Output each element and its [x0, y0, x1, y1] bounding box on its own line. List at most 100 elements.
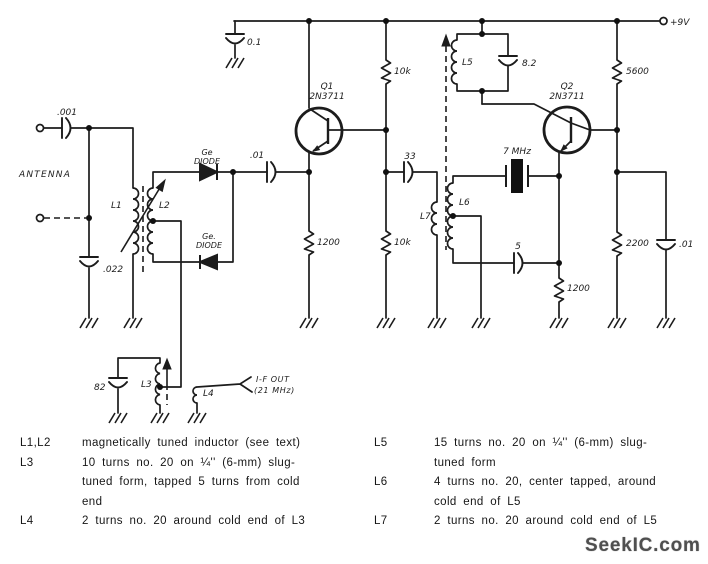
diode1-label-line1: Ge	[201, 148, 212, 157]
legend-right-column: L5 15 turns no. 20 on ¼'' (6-mm) slug- t…	[374, 434, 699, 532]
q1-ref-label: Q1	[321, 82, 334, 92]
ground-icon	[225, 57, 245, 69]
r10k-upper-label: 10k	[394, 67, 411, 77]
legend-term: L1,L2	[20, 437, 51, 449]
legend-term: L7	[374, 515, 388, 527]
l4-label: L4	[203, 389, 214, 399]
ground-icon	[123, 317, 143, 329]
ground-icon	[427, 317, 447, 329]
cap-injection-label: 33	[404, 152, 416, 162]
r1200-q2-label: 1200	[567, 284, 590, 294]
l5-label: L5	[462, 58, 473, 68]
legend-term: L6	[374, 476, 388, 488]
coil-l4	[192, 386, 198, 404]
diodes	[197, 162, 220, 271]
resistors	[303, 59, 623, 303]
legend-row-l5: L5 15 turns no. 20 on ¼'' (6-mm) slug- t…	[374, 434, 699, 473]
q1-part-label: 2N3711	[309, 92, 344, 102]
tuning-arrows	[120, 33, 451, 384]
diode2-label-line1: Ge.	[202, 232, 216, 241]
coil-l5	[450, 39, 458, 85]
legend-row-l3: L3 10 turns no. 20 on ¼'' (6-mm) slug- t…	[20, 454, 350, 513]
dashed-lines	[44, 46, 447, 405]
ground-icon	[79, 317, 99, 329]
r5600-label: 5600	[626, 67, 649, 77]
transistors	[294, 105, 592, 156]
legend-row-l1-l2: L1,L2 magnetically tuned inductor (see t…	[20, 434, 350, 454]
legend-line: 2 turns no. 20 around cold end of L5	[434, 515, 658, 527]
legend-term: L4	[20, 515, 34, 527]
cap-injection-33	[403, 161, 414, 183]
crystal-label: 7 MHz	[503, 147, 531, 157]
l1-l2-tuning-arrow	[120, 185, 162, 253]
legend-line: 2 turns no. 20 around cold end of L3	[82, 515, 306, 527]
ge-diode-top	[199, 162, 220, 182]
cap-feedback-5	[513, 252, 524, 274]
diode2-label-line2: DIODE	[196, 241, 223, 250]
legend-line: tuned form	[434, 456, 496, 469]
wires	[42, 20, 667, 414]
ground-icon	[299, 317, 319, 329]
r2200-label: 2200	[626, 239, 649, 249]
junction-dots	[86, 18, 620, 390]
resistor-10k-upper	[380, 59, 392, 85]
r10k-lower-label: 10k	[394, 238, 411, 248]
ground-icon	[187, 412, 207, 424]
q2-ref-label: Q2	[561, 82, 574, 92]
resistor-5600	[611, 59, 623, 85]
cap-bypass-01	[225, 33, 245, 45]
legend-row-l4: L4 2 turns no. 20 around cold end of L3	[20, 512, 350, 532]
ground-symbols	[79, 57, 676, 424]
legend-term: L3	[20, 456, 34, 469]
l7-label: L7	[420, 212, 431, 222]
legend-row-l6: L6 4 turns no. 20, center tapped, around…	[374, 473, 699, 512]
q2-emitter-arrow-icon	[560, 144, 568, 152]
resistor-1200-q2	[553, 277, 565, 303]
legend-term: L5	[374, 437, 388, 449]
ground-icon	[108, 412, 128, 424]
antenna-terminal-bottom	[35, 213, 45, 223]
resistor-2200	[611, 231, 623, 257]
ground-icon	[471, 317, 491, 329]
cap-tank-label: 8.2	[522, 59, 537, 69]
supply-terminal	[659, 16, 668, 26]
l3-label: L3	[141, 380, 152, 390]
crystal-7mhz	[505, 159, 529, 193]
legend-left-column: L1,L2 magnetically tuned inductor (see t…	[20, 434, 350, 532]
cap-out-label: .01	[679, 240, 693, 250]
cap-feedback-label: 5	[515, 242, 521, 252]
cap-if-82	[108, 377, 128, 389]
ground-icon	[656, 317, 676, 329]
labels: +9V ANTENNA .001 .022 L1 L2 Ge DIODE Ge.…	[18, 18, 693, 399]
cap-bypass-label: 0.1	[247, 38, 261, 48]
l6-label: L6	[459, 198, 470, 208]
cap-input-001	[61, 117, 72, 139]
antenna-terminal-top	[35, 123, 45, 133]
core-arrow-icon	[441, 33, 451, 47]
diode1-label-line2: DIODE	[194, 157, 221, 166]
q1-body	[294, 106, 344, 156]
legend-line: 10 turns no. 20 on ¼'' (6-mm) slug-	[82, 456, 296, 469]
l2-label: L2	[159, 201, 170, 211]
legend-line: end	[82, 495, 103, 508]
q1-emitter-arrow-icon	[312, 145, 321, 152]
resistor-10k-lower	[380, 230, 392, 256]
antenna-label: ANTENNA	[18, 170, 71, 180]
cap-ant-shunt-label: .022	[103, 265, 123, 275]
resistor-1200-q1	[303, 230, 315, 256]
ground-icon	[150, 412, 170, 424]
legend-definition: 2 turns no. 20 around cold end of L5	[434, 512, 699, 532]
legend-line: magnetically tuned inductor (see text)	[82, 437, 301, 449]
ground-icon	[607, 317, 627, 329]
l1-label: L1	[111, 201, 122, 211]
cap-if-82-label: 82	[94, 383, 106, 393]
cap-022	[79, 256, 99, 268]
terminals	[35, 16, 668, 223]
seekic-watermark: SeekIC.com	[585, 535, 701, 556]
capacitors	[61, 33, 676, 389]
q2-part-label: 2N3711	[549, 92, 584, 102]
cap-q1-coupling-01	[266, 161, 277, 183]
coil-l3	[154, 362, 161, 406]
